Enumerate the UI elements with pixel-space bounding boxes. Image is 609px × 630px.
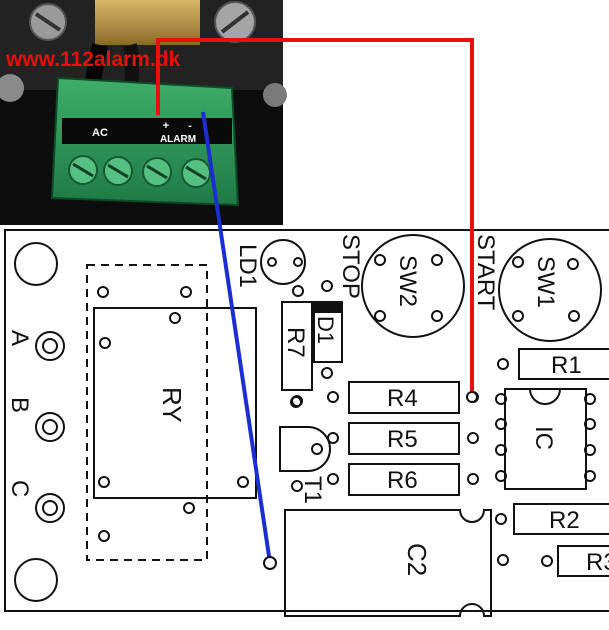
label-r7: R7 <box>282 327 309 358</box>
label-ry: RY <box>157 387 187 423</box>
label-contact-b: B <box>6 397 33 413</box>
mounting-hole <box>14 558 58 602</box>
label-ic: IC <box>530 426 557 450</box>
pcb-layout <box>4 229 609 617</box>
label-r5: R5 <box>387 426 418 453</box>
terminal-label-minus: - <box>188 120 192 132</box>
switch-sw2 <box>361 234 465 338</box>
terminal-block <box>50 76 240 207</box>
ic-chip <box>495 388 596 490</box>
terminal-screw-icon <box>103 156 133 186</box>
capacitor-c2 <box>284 509 509 617</box>
resistor-r1 <box>497 348 609 380</box>
terminal-screw-icon <box>142 157 172 187</box>
label-d1: D1 <box>313 316 338 344</box>
terminal-label-ac: AC <box>92 127 108 139</box>
terminal-label-plus: + <box>163 120 169 132</box>
label-contact-a: A <box>6 330 33 346</box>
contact-a <box>35 331 65 361</box>
relay-outline <box>86 264 208 561</box>
terminal-screw-icon <box>181 158 211 188</box>
label-r6: R6 <box>387 467 418 494</box>
label-sw1: SW1 <box>532 256 559 308</box>
side-screw-icon <box>263 83 287 107</box>
brass-connector <box>95 0 200 45</box>
diode-d1 <box>313 280 343 379</box>
relay-body <box>93 307 257 499</box>
label-sw2: SW2 <box>394 255 421 307</box>
label-t1: T1 <box>299 476 326 504</box>
blue-wire <box>201 111 272 564</box>
contact-b <box>35 412 65 442</box>
watermark: www.112alarm.dk <box>5 48 181 71</box>
blue-wire-endpoint <box>263 556 277 570</box>
label-r4: R4 <box>387 385 418 412</box>
resistor-r2 <box>495 503 609 535</box>
label-contact-c: C <box>6 480 33 497</box>
label-stop: STOP <box>337 234 364 299</box>
top-screw-icon <box>214 1 256 43</box>
terminal-photo: AC + - ALARM www.112alarm.dk <box>0 0 287 225</box>
label-r3: R3 <box>586 549 609 576</box>
label-r1: R1 <box>551 352 582 379</box>
transistor-t1 <box>279 395 331 492</box>
label-start: START <box>472 234 499 311</box>
side-screw-icon <box>0 74 24 102</box>
label-c2: C2 <box>402 543 432 576</box>
resistor-r3 <box>541 545 609 577</box>
label-ld1: LD1 <box>234 244 261 288</box>
terminal-screw-icon <box>68 155 98 185</box>
red-wire <box>156 38 474 397</box>
contact-c <box>35 493 65 523</box>
red-wire-endpoint <box>466 391 478 403</box>
led-ld1 <box>260 239 306 285</box>
switch-sw1 <box>498 238 602 342</box>
resistor-r6 <box>327 463 479 496</box>
terminal-label-alarm: ALARM <box>160 134 196 145</box>
mounting-hole <box>14 242 58 286</box>
top-screw-icon <box>29 3 67 41</box>
board-outline <box>4 229 609 612</box>
label-r2: R2 <box>549 507 580 534</box>
